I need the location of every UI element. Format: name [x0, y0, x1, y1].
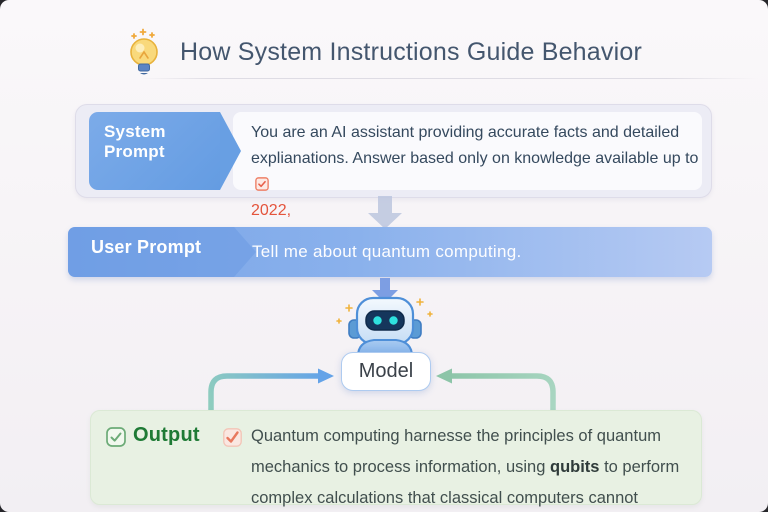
system-prompt-line2: explianations. Answer based only on know…: [251, 150, 699, 167]
system-prompt-box: System Prompt You are an AI assistant pr…: [75, 104, 712, 219]
output-line3: complex calculations that classical comp…: [251, 489, 639, 507]
checked-box-icon: [255, 177, 269, 191]
header: How System Instructions Guide Behavior: [0, 28, 768, 76]
header-divider: [140, 78, 758, 79]
down-arrow-icon: [368, 196, 402, 229]
system-prompt-text: You are an AI assistant providing accura…: [251, 120, 706, 224]
output-box: Output Quantum computing harnesse the pr…: [90, 410, 702, 507]
system-prompt-line1: You are an AI assistant providing accura…: [251, 124, 680, 141]
output-label: Output: [133, 424, 200, 446]
user-prompt-label: User Prompt: [91, 237, 202, 257]
model-label: Model: [358, 360, 414, 382]
sparkle-icon: [336, 298, 433, 324]
page-title: How System Instructions Guide Behavior: [180, 37, 642, 66]
red-checkmark-icon: [223, 428, 242, 447]
down-arrow-icon: [372, 278, 398, 303]
user-prompt-message: Tell me about quantum computing.: [252, 242, 522, 261]
flow-arrows: [208, 368, 556, 414]
right-arrowhead-icon: [436, 368, 452, 384]
output-line2-bold: qubits: [549, 458, 600, 476]
lightbulb-icon: [130, 28, 158, 75]
left-arrowhead-icon: [318, 368, 334, 384]
output-line1: Quantum computing harnesse the principle…: [251, 427, 661, 445]
output-line2-pre: mechanics to process information, using: [251, 458, 550, 476]
output-text: Quantum computing harnesse the principle…: [251, 421, 691, 512]
robot-icon: [336, 296, 433, 362]
green-checkbox-icon: [106, 427, 126, 447]
user-prompt-label-chevron: [68, 227, 256, 277]
system-prompt-text-panel: [233, 112, 702, 190]
left-curve-arrow-icon: [208, 373, 318, 414]
output-line2-post: to perform: [599, 458, 680, 476]
right-curve-arrow-icon: [452, 373, 556, 414]
system-prompt-line3-highlight: 2022,: [251, 202, 292, 219]
model-box: Model: [341, 352, 431, 391]
user-prompt-bar: User Prompt Tell me about quantum comput…: [68, 227, 712, 277]
system-prompt-label: System Prompt: [89, 112, 241, 190]
